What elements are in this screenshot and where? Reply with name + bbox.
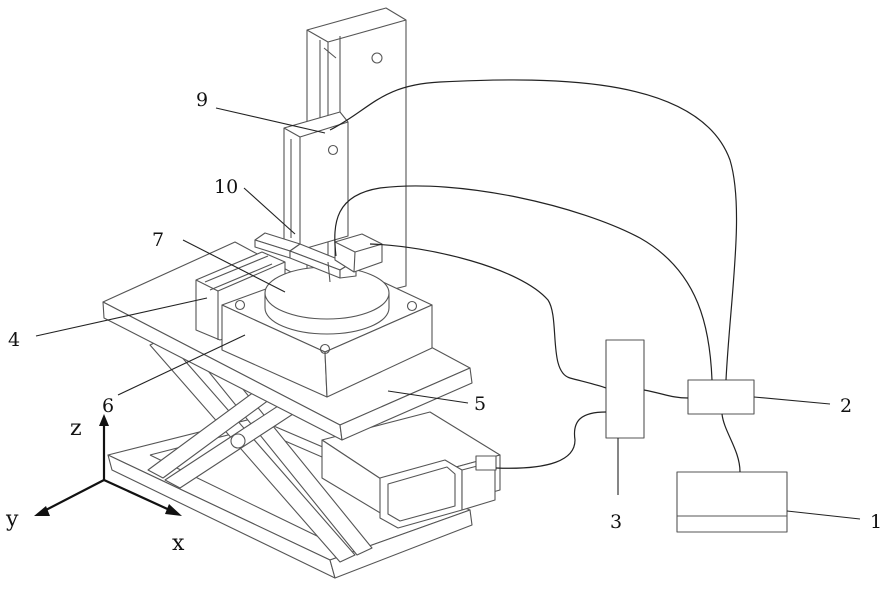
y-axis-label: y [5,507,19,532]
label-5: 5 [474,393,486,415]
y-axis-arrowhead [34,506,50,516]
label-1: 1 [870,511,882,533]
z-axis-label: z [70,416,82,441]
component-3-box [606,340,644,438]
label-9: 9 [196,89,208,111]
component-1-box [677,472,787,532]
y-axis [42,480,104,512]
label-2: 2 [840,395,852,417]
label-3: 3 [610,511,622,533]
component-2-box [688,380,754,414]
label-7: 7 [152,229,164,251]
x-axis-arrowhead [165,504,182,516]
slider-block [284,112,348,250]
label-10: 10 [214,176,238,198]
label-6: 6 [102,395,114,417]
x-axis-label: x [172,531,185,556]
label-4: 4 [8,329,20,351]
workpiece-disc [265,267,389,334]
